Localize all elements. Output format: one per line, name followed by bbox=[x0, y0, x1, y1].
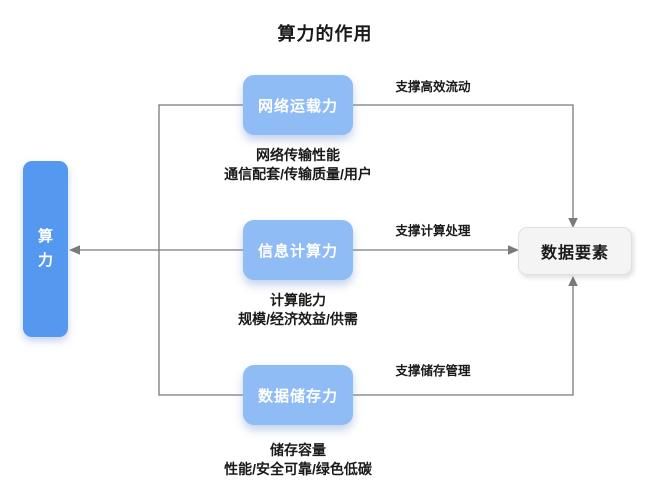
connector-network-to-target-group bbox=[353, 104, 578, 228]
caption-computing: 计算能力 规模/经济效益/供需 bbox=[158, 291, 438, 329]
arrowhead-left-icon bbox=[69, 245, 80, 255]
caption-storage-line1: 储存容量 bbox=[270, 442, 326, 458]
connector-storage-to-target-group bbox=[353, 276, 578, 396]
arrow-label-storage-management: 支撑储存管理 bbox=[395, 364, 471, 378]
node-network-carrying-capacity: 网络运载力 bbox=[243, 75, 353, 135]
connector-to-source-group bbox=[69, 104, 243, 396]
caption-network-line1: 网络传输性能 bbox=[256, 147, 340, 163]
node-data-storage-power: 数据储存力 bbox=[243, 365, 353, 425]
arrowhead-right-icon bbox=[508, 245, 519, 255]
diagram-title: 算力的作用 bbox=[277, 24, 373, 44]
arrowhead-up-icon bbox=[568, 276, 578, 286]
node-information-computing-power: 信息计算力 bbox=[243, 220, 353, 280]
node-computing-power: 算 力 bbox=[23, 161, 68, 337]
caption-computing-line2: 规模/经济效益/供需 bbox=[238, 311, 358, 327]
caption-network-line2: 通信配套/传输质量/用户 bbox=[224, 166, 372, 182]
node-data-elements: 数据要素 bbox=[518, 227, 632, 275]
arrow-label-compute-processing: 支撑计算处理 bbox=[395, 224, 471, 238]
arrowhead-down-icon bbox=[568, 218, 578, 228]
caption-computing-line1: 计算能力 bbox=[270, 292, 326, 308]
caption-storage: 储存容量 性能/安全可靠/绿色低碳 bbox=[158, 441, 438, 479]
connector-compute-to-target-group bbox=[353, 245, 519, 255]
arrow-label-efficient-flow: 支撑高效流动 bbox=[395, 80, 471, 94]
caption-network: 网络传输性能 通信配套/传输质量/用户 bbox=[158, 146, 438, 184]
caption-storage-line2: 性能/安全可靠/绿色低碳 bbox=[224, 461, 372, 477]
